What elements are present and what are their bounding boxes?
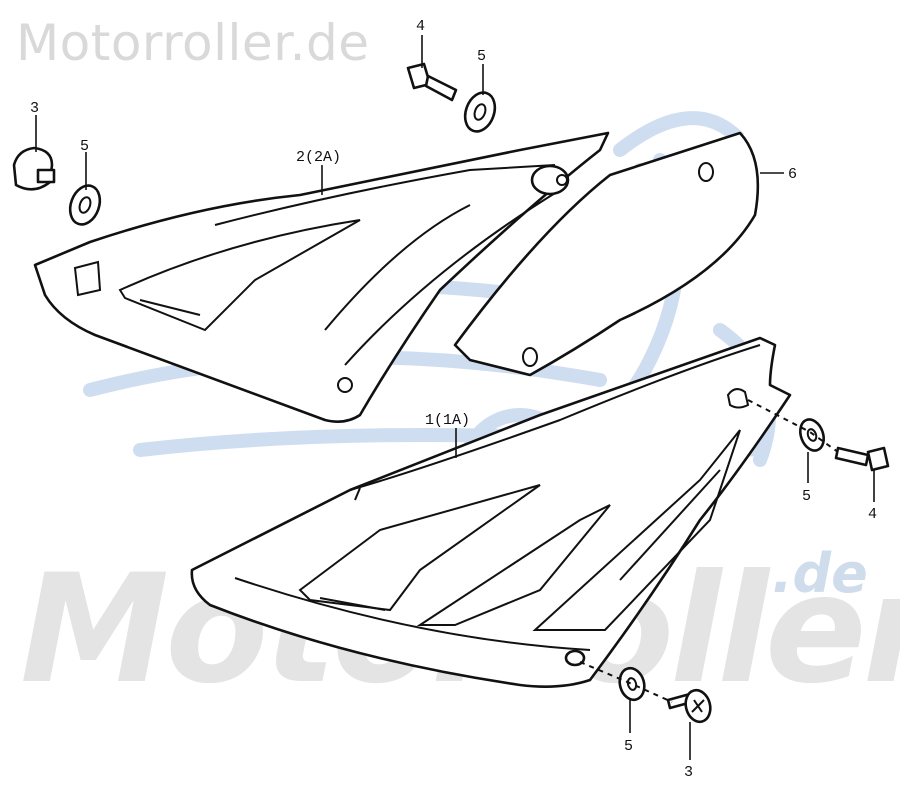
callout-6: 6 [788,166,797,183]
watermark-de-text: .de [772,542,868,605]
panel-part-6 [453,131,760,377]
washer-part-5-bottom [618,666,646,702]
callout-4-right: 4 [868,506,877,523]
washer-part-5-right [799,418,825,452]
screw-part-3-bottom [666,688,712,724]
callout-5-bottom: 5 [624,738,633,755]
callout-4-top: 4 [416,18,425,35]
bolt-part-4-top [406,62,458,102]
callout-5-right: 5 [802,488,811,505]
callout-5-upper-left: 5 [80,138,89,155]
watermark-top-text: Motorroller.de [16,14,370,72]
callout-1-1a: 1(1A) [425,412,470,429]
bolt-part-4-right [834,446,890,472]
side-cover-lower [190,336,792,688]
washer-part-5-top [463,91,497,133]
callout-5-top: 5 [477,48,486,65]
collar-part-3-upper [12,146,56,191]
callout-3-upper: 3 [30,100,39,117]
assembly-line-right [747,399,839,453]
leader-lines [35,35,875,760]
callout-2-2a: 2(2A) [296,149,341,166]
side-cover-upper [33,131,610,423]
washer-part-5-upper-left [68,184,102,226]
callout-3-bottom: 3 [684,764,693,781]
